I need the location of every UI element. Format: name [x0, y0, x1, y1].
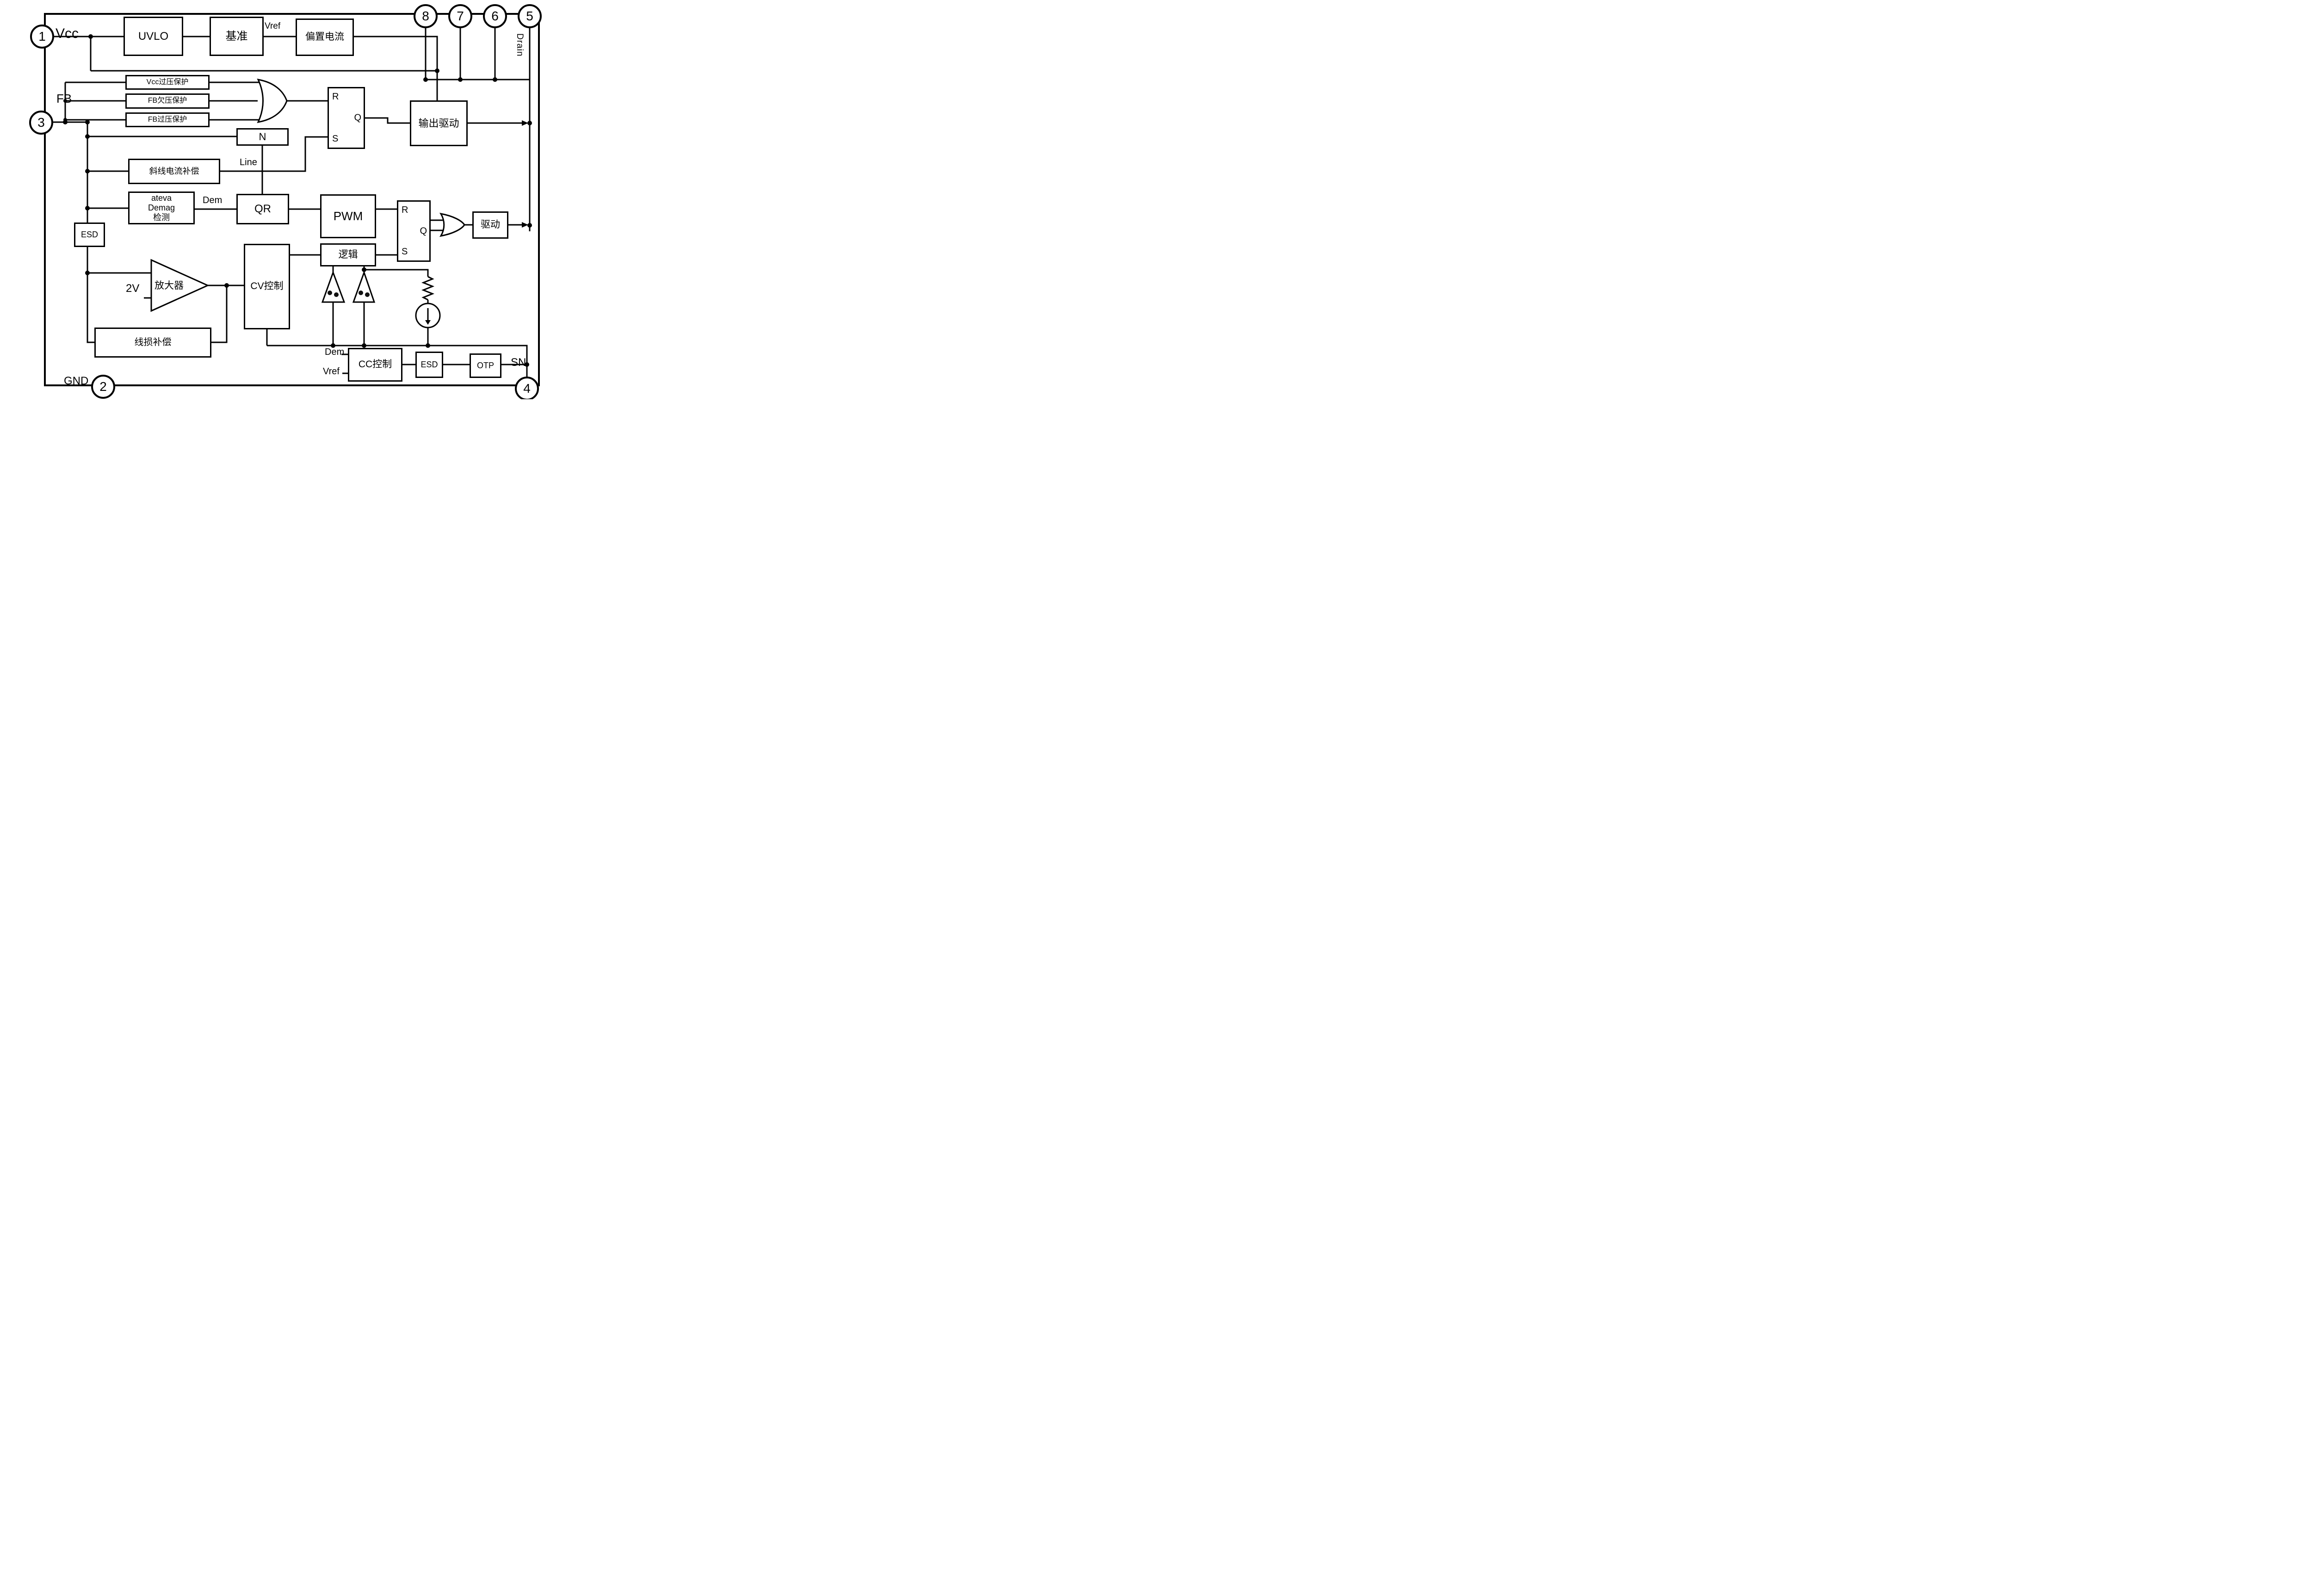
pin-6-drain: 6	[483, 4, 507, 28]
rs1-q: Q	[354, 112, 361, 123]
vref-top-label: Vref	[265, 21, 281, 31]
comparator-marks	[328, 291, 370, 297]
pin-2-number: 2	[99, 379, 107, 394]
block-logic: 逻辑	[320, 243, 376, 266]
vcc-label: Vcc	[56, 26, 79, 41]
block-otp-label: OTP	[476, 361, 494, 371]
pin-1-number: 1	[38, 29, 46, 43]
or-gate-protection	[257, 79, 288, 123]
block-esd-bottom-label: ESD	[421, 360, 438, 370]
block-qr-label: QR	[254, 203, 271, 216]
block-fb-ovp: FB过压保护	[125, 112, 210, 127]
ic-block-diagram: UVLO 基准 偏置电流 Vcc过压保护 FB欠压保护 FB过压保护 N 斜线电…	[0, 0, 578, 399]
block-demag-line1: Demag	[148, 203, 175, 213]
line-label: Line	[240, 157, 257, 167]
pin-7-drain: 7	[448, 4, 472, 28]
junction-dots	[63, 34, 532, 367]
dem-mid-label: Dem	[203, 195, 223, 205]
block-slope-label: 斜线电流补偿	[149, 167, 199, 176]
pin-7-number: 7	[457, 9, 464, 23]
block-otp: OTP	[470, 353, 501, 378]
block-esd-left: ESD	[74, 223, 105, 247]
comparator-1	[321, 270, 346, 303]
pin-2-gnd: 2	[91, 375, 115, 399]
block-esd-left-label: ESD	[80, 230, 98, 240]
block-output-drive-label: 输出驱动	[418, 117, 459, 129]
block-bias-label: 偏置电流	[305, 31, 344, 43]
pin-4-number: 4	[523, 381, 531, 396]
pin-4-sn: 4	[515, 377, 539, 399]
pin-3-fb: 3	[29, 111, 53, 135]
pin-5-drain: 5	[518, 4, 542, 28]
block-reference-label: 基准	[225, 30, 248, 43]
amplifier-label: 放大器	[155, 280, 184, 291]
or-gate-output	[439, 212, 465, 237]
wiring-layer	[44, 13, 540, 386]
block-cc-control: CC控制	[348, 348, 402, 382]
wires	[53, 28, 531, 377]
block-line-loss-compensation: 线损补偿	[94, 328, 211, 358]
pin-8-number: 8	[422, 9, 429, 23]
block-slope-compensation: 斜线电流补偿	[128, 159, 220, 184]
error-amplifier-triangle	[150, 259, 210, 312]
pin-5-number: 5	[526, 9, 533, 23]
rs-latch-protection: R S Q	[328, 87, 365, 149]
pin-1-vcc: 1	[30, 25, 54, 49]
block-pwm: PWM	[320, 194, 376, 238]
block-uvlo-label: UVLO	[138, 30, 169, 43]
pin-8-drain: 8	[414, 4, 438, 28]
sense-resistor	[421, 276, 435, 301]
block-uvlo: UVLO	[124, 17, 183, 56]
block-cv-label: CV控制	[250, 281, 284, 292]
block-vcc-ovp: Vcc过压保护	[125, 75, 210, 90]
arrowheads	[522, 120, 528, 228]
block-output-drive: 输出驱动	[410, 100, 468, 146]
drain-label: Drain	[515, 33, 525, 57]
block-qr: QR	[236, 194, 289, 224]
rs-latch-pwm: R S Q	[397, 200, 431, 262]
rs1-r: R	[332, 92, 339, 102]
block-cc-label: CC控制	[358, 359, 392, 370]
block-divider-label: N	[259, 131, 266, 143]
block-bias-current: 偏置电流	[296, 19, 354, 56]
block-pwm-label: PWM	[333, 209, 363, 223]
pin-3-number: 3	[37, 115, 45, 130]
block-divider-n: N	[236, 128, 289, 146]
block-fb-ovp-label: FB过压保护	[148, 115, 187, 124]
pin-6-number: 6	[491, 9, 499, 23]
gnd-label: GND	[64, 375, 89, 387]
v2-label: 2V	[126, 282, 140, 295]
rs2-s: S	[402, 247, 408, 257]
rs2-q: Q	[420, 226, 427, 236]
block-logic-label: 逻辑	[338, 249, 358, 260]
block-fb-uvp-label: FB欠压保护	[148, 97, 187, 105]
block-vcc-ovp-label: Vcc过压保护	[146, 78, 189, 86]
block-cv-control: CV控制	[244, 244, 290, 329]
block-drive-label: 驱动	[481, 219, 500, 230]
block-fb-uvp: FB欠压保护	[125, 93, 210, 109]
block-line-comp-label: 线损补偿	[134, 337, 172, 347]
current-source	[415, 303, 441, 328]
vref-bottom-label: Vref	[323, 366, 340, 377]
block-drive: 驱动	[472, 211, 508, 239]
rs2-r: R	[402, 205, 408, 215]
fb-label: FB	[56, 92, 72, 105]
dem-bottom-label: Dem	[325, 347, 345, 357]
block-esd-bottom: ESD	[415, 352, 443, 378]
sn-label: SN	[511, 356, 526, 369]
comparator-2	[352, 270, 376, 303]
block-reference: 基准	[210, 17, 264, 56]
chip-outline	[44, 13, 540, 386]
rs1-s: S	[332, 134, 339, 144]
block-demag-line2: 检测	[153, 212, 170, 222]
